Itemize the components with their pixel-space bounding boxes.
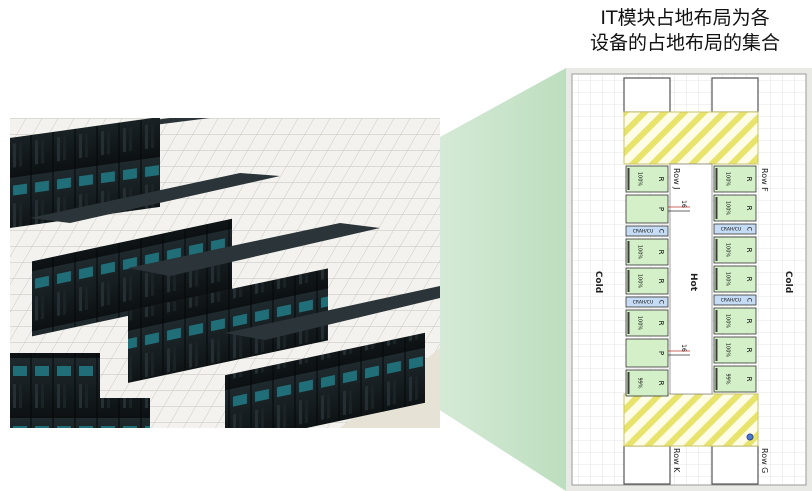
crah-cell: C CRAH/CU bbox=[713, 294, 757, 306]
utilization-label: 100% bbox=[725, 243, 731, 258]
rack-cell: R 100% bbox=[713, 165, 757, 193]
rack-cell: R 100% bbox=[713, 265, 757, 293]
rack-cell: R 100% bbox=[625, 267, 669, 295]
zone-hot: Hot bbox=[688, 273, 698, 292]
marker-icon bbox=[746, 433, 754, 441]
utilization-label: 99% bbox=[637, 377, 643, 388]
datacenter-rendering bbox=[10, 118, 440, 428]
pdu-tag: 16 bbox=[680, 344, 687, 352]
row-label-k: Row K bbox=[672, 448, 681, 473]
utilization-label: 100% bbox=[725, 314, 731, 329]
top-left-box bbox=[623, 77, 671, 113]
rack-cell: R 99% bbox=[625, 369, 669, 397]
utilization-label: 100% bbox=[637, 316, 643, 331]
equipment-label: P bbox=[657, 351, 665, 355]
crah-cell: C CRAH/CU bbox=[713, 223, 757, 235]
equipment-label: R bbox=[657, 321, 665, 326]
pdu-tag: 16 bbox=[680, 200, 687, 208]
crah-tag: CRAH/CU bbox=[721, 298, 742, 304]
rack-cell: R 100% bbox=[625, 238, 669, 266]
utilization-label: 100% bbox=[637, 245, 643, 260]
utilization-label: 100% bbox=[725, 343, 731, 358]
rack-cell: R 100% bbox=[713, 307, 757, 335]
equipment-label: C bbox=[658, 300, 665, 304]
rack-cell: R 100% bbox=[713, 194, 757, 222]
zone-cold-right: Cold bbox=[783, 271, 793, 293]
row-label-g: Row G bbox=[760, 448, 769, 473]
rack-cell: R 100% bbox=[625, 165, 669, 193]
utilization-label: 100% bbox=[637, 274, 643, 289]
hatch-top bbox=[623, 111, 759, 165]
equipment-label: P bbox=[657, 207, 665, 211]
caption: IT模块占地布局为各 设备的占地布局的集合 bbox=[560, 6, 810, 56]
zone-cold-left: Cold bbox=[593, 271, 603, 293]
equipment-label: C bbox=[658, 229, 665, 233]
rack-cell: R 100% bbox=[713, 336, 757, 364]
floor-plan: R100%P16CCRAH/CUR100%R100%CCRAH/CUR100%P… bbox=[566, 68, 812, 491]
equipment-label: R bbox=[745, 177, 753, 182]
hot-aisle bbox=[669, 163, 713, 395]
equipment-label: R bbox=[745, 248, 753, 253]
crah-tag: CRAH/CU bbox=[633, 300, 654, 306]
utilization-label: 99% bbox=[725, 373, 731, 384]
pdu-cell: P 16 bbox=[625, 338, 690, 368]
caption-line-1: IT模块占地布局为各 bbox=[600, 7, 770, 29]
equipment-label: C bbox=[746, 227, 753, 231]
rack-cell: R 100% bbox=[625, 309, 669, 337]
equipment-label: R bbox=[745, 206, 753, 211]
crah-tag: CRAH/CU bbox=[721, 227, 742, 233]
rack-cell: R 99% bbox=[713, 365, 757, 393]
rack-cell: R 100% bbox=[713, 236, 757, 264]
equipment-label: R bbox=[657, 381, 665, 386]
crah-cell: C CRAH/CU bbox=[625, 225, 669, 237]
row-label-j: Row J bbox=[672, 168, 681, 190]
pdu-cell: P 16 bbox=[625, 194, 690, 224]
equipment-label: R bbox=[745, 377, 753, 382]
crah-tag: CRAH/CU bbox=[633, 229, 654, 235]
equipment-label: C bbox=[746, 298, 753, 302]
equipment-label: R bbox=[745, 277, 753, 282]
equipment-label: R bbox=[745, 319, 753, 324]
equipment-label: R bbox=[745, 348, 753, 353]
utilization-label: 100% bbox=[637, 172, 643, 187]
equipment-label: R bbox=[657, 279, 665, 284]
equipment-label: R bbox=[657, 250, 665, 255]
bottom-right-box bbox=[711, 445, 759, 485]
utilization-label: 100% bbox=[725, 172, 731, 187]
hatch-bottom bbox=[623, 393, 759, 447]
crah-cell: C CRAH/CU bbox=[625, 296, 669, 308]
right-equipment-column: R 100% R 100% C CRAH/CU R 100% R 100% C CRAH/CU R 100… bbox=[713, 165, 757, 393]
row-label-f: Row F bbox=[760, 168, 769, 192]
utilization-label: 100% bbox=[725, 201, 731, 216]
left-equipment-column: R100%P16CCRAH/CUR100%R100%CCRAH/CUR100%P… bbox=[625, 165, 690, 397]
utilization-label: 100% bbox=[725, 272, 731, 287]
top-right-box bbox=[711, 77, 759, 113]
bottom-left-box bbox=[623, 445, 671, 485]
equipment-label: R bbox=[657, 177, 665, 182]
caption-line-2: 设备的占地布局的集合 bbox=[589, 32, 780, 54]
